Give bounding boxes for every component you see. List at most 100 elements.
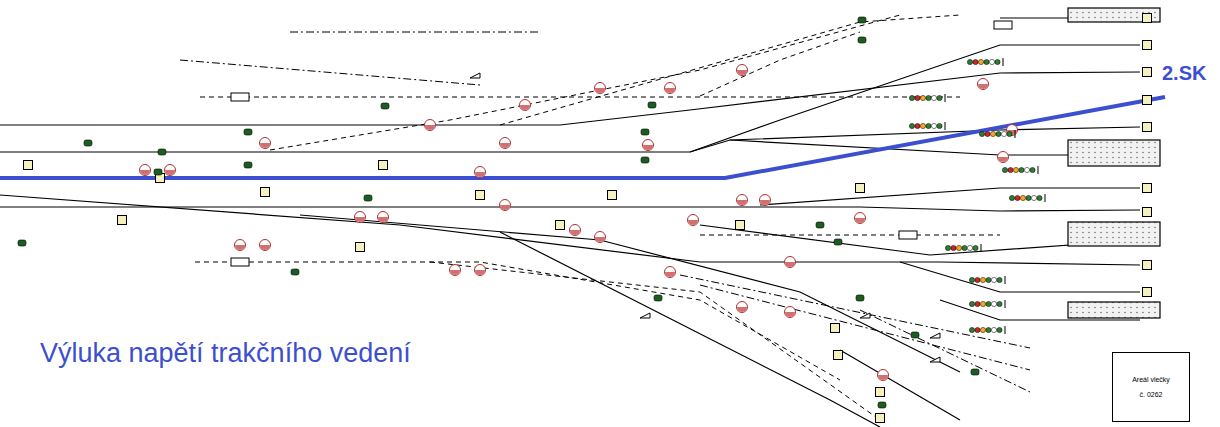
switch-symbol — [520, 100, 531, 111]
dashed-track — [500, 15, 960, 125]
signal-lamp — [945, 245, 950, 250]
signal-lamp — [920, 95, 925, 100]
signal-lamp — [967, 245, 972, 250]
section-marker — [1143, 184, 1152, 193]
switch-symbol — [425, 120, 436, 131]
dashed-track — [270, 15, 900, 150]
dashed-track — [700, 32, 860, 96]
signal-mast — [1005, 300, 1006, 308]
siding-text: č. 0262 — [1140, 390, 1163, 399]
switch-symbol — [878, 370, 889, 381]
switch-symbol — [855, 213, 866, 224]
switch-symbol — [785, 307, 796, 318]
switch-half — [260, 143, 270, 148]
signal-lamp — [989, 59, 994, 64]
section-marker — [876, 414, 885, 423]
dashed-track — [430, 262, 880, 420]
switch-symbol — [570, 225, 581, 236]
switch-symbol — [500, 138, 511, 149]
closure-line — [0, 97, 1165, 178]
signal-lamp — [980, 277, 985, 282]
signal-lamp — [984, 59, 989, 64]
signal-lamp — [969, 277, 974, 282]
signal-lamp — [991, 277, 996, 282]
signal-lamp — [1024, 167, 1029, 172]
dwarf-signal — [911, 332, 919, 338]
section-marker — [379, 161, 388, 170]
platform — [1068, 222, 1160, 246]
signal-lamp — [973, 59, 978, 64]
switch-symbol — [140, 165, 151, 176]
signal-lamp — [915, 95, 920, 100]
signal-mast — [1003, 58, 1004, 66]
signal-lamp — [985, 131, 990, 136]
dwarf-signal — [834, 239, 842, 245]
switch-symbol — [475, 265, 486, 276]
switch-symbol — [760, 195, 771, 206]
track — [900, 262, 1140, 292]
section-marker — [1143, 288, 1152, 297]
signal-lamp — [986, 277, 991, 282]
switch-symbol — [595, 232, 606, 243]
closure-note: Výluka napětí trakčního vedení — [40, 338, 411, 369]
switch-symbol — [235, 240, 246, 251]
switch-half — [688, 220, 698, 225]
signal-lamp — [1001, 131, 1006, 136]
section-marker — [856, 184, 865, 193]
switch-symbol — [450, 265, 461, 276]
signal-lamp — [931, 123, 936, 128]
section-marker — [736, 221, 745, 230]
signal-lamp — [1008, 167, 1013, 172]
signal-lamp — [1013, 167, 1018, 172]
dwarf-signal — [654, 295, 662, 301]
signal-lamp — [962, 245, 967, 250]
switch-symbol — [500, 200, 511, 211]
signal-lamp — [991, 301, 996, 306]
switch-symbol — [737, 195, 748, 206]
signal-lamp — [969, 327, 974, 332]
section-marker — [24, 161, 33, 170]
section-marker — [261, 188, 270, 197]
dwarf-signal — [878, 402, 886, 408]
flag-symbol — [930, 357, 940, 362]
signal-lamp — [1037, 195, 1042, 200]
signal-lamp — [920, 123, 925, 128]
track-name: 2.SK — [1162, 62, 1206, 85]
signal-lamp — [1015, 195, 1020, 200]
switch-half — [878, 375, 888, 380]
platform — [1068, 140, 1160, 166]
dwarf-signal — [18, 240, 26, 246]
dashed-track — [700, 235, 1000, 236]
switch-symbol — [737, 65, 748, 76]
signal-mast — [1045, 194, 1046, 202]
track-box — [231, 258, 249, 266]
signal-lamp — [995, 59, 1000, 64]
switch-half — [235, 245, 245, 250]
platform — [1068, 302, 1160, 318]
track — [0, 97, 1165, 178]
signal-lamp — [1002, 167, 1007, 172]
signal-mast — [981, 244, 982, 252]
switch-symbol — [355, 212, 366, 223]
signal-mast — [945, 122, 946, 130]
flag-symbol — [640, 313, 650, 318]
switch-half — [998, 157, 1008, 162]
siding-box: Areál vlečkyč. 0262 — [1112, 352, 1190, 422]
switch-half — [165, 170, 175, 175]
dwarf-signal — [641, 129, 649, 135]
dwarf-signal — [858, 37, 866, 43]
signal-lamp — [996, 131, 1001, 136]
section-marker — [1143, 123, 1152, 132]
dashed-track — [200, 97, 960, 98]
flag-symbol — [930, 333, 940, 338]
section-marker — [476, 191, 485, 200]
section-marker — [356, 243, 365, 252]
switch-half — [737, 70, 747, 75]
signal-lamp — [1007, 131, 1012, 136]
dash-dot-line — [290, 32, 540, 33]
switch-half — [378, 217, 388, 222]
signal-lamp — [980, 301, 985, 306]
switch-symbol — [998, 152, 1009, 163]
dwarf-signal — [158, 149, 166, 155]
track — [840, 350, 960, 420]
